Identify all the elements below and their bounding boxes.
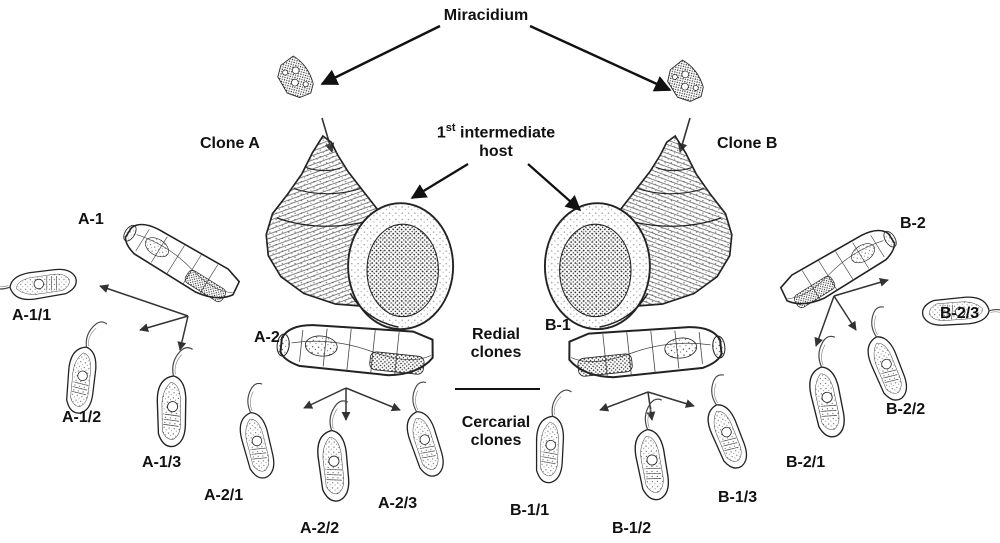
redia-b2-illustration <box>777 218 902 315</box>
arrow-a2-to-a23 <box>346 388 400 410</box>
arrow-b1-to-b11 <box>600 392 648 410</box>
label-b21: B-2/1 <box>786 455 825 471</box>
label-b23: B-2/3 <box>940 306 979 322</box>
arrow-a1-to-a13 <box>180 316 188 350</box>
miracidium-right-illustration <box>662 57 708 107</box>
label-redial-clones: Redial clones <box>471 326 522 363</box>
cercaria-b11-illustration <box>529 386 575 484</box>
label-a11: A-1/1 <box>12 308 51 324</box>
label-a2: A-2 <box>254 330 280 346</box>
arrow-b2-to-b22 <box>834 296 856 330</box>
arrow-miracidium-to-right <box>530 26 670 90</box>
label-a13: A-1/3 <box>142 455 181 471</box>
label-b22: B-2/2 <box>886 402 925 418</box>
label-a1: A-1 <box>78 212 104 228</box>
host-intermediate: intermediate <box>460 124 555 141</box>
redial-line-2: clones <box>471 344 522 361</box>
label-b11: B-1/1 <box>510 503 549 519</box>
redial-line-1: Redial <box>472 326 520 343</box>
cercaria-b21-illustration <box>806 336 845 438</box>
label-a23: A-2/3 <box>378 496 417 512</box>
cercaria-a12-illustration <box>58 317 110 416</box>
snail-host-left-illustration <box>266 136 453 329</box>
label-cercarial-clones: Cercarial clones <box>462 414 531 451</box>
host-word: host <box>479 143 513 160</box>
arrow-a1-to-a12 <box>140 316 188 330</box>
label-b12: B-1/2 <box>612 521 651 537</box>
label-a22: A-2/2 <box>300 521 339 537</box>
cercaria-a21-illustration <box>236 383 276 480</box>
snail-host-right-illustration <box>545 136 732 329</box>
label-miracidium: Miracidium <box>444 8 528 24</box>
cercarial-line-1: Cercarial <box>462 414 531 431</box>
label-a12: A-1/2 <box>62 410 101 426</box>
cercaria-a13-illustration <box>151 344 197 448</box>
label-first-intermediate-host: 1st intermediate host <box>437 122 555 161</box>
cercaria-b22-illustration <box>858 305 910 404</box>
arrow-miracidium-to-left <box>322 26 440 84</box>
arrow-b1-to-b13 <box>648 392 694 406</box>
label-clone-a: Clone A <box>200 136 260 152</box>
redia-a1-illustration <box>118 212 243 309</box>
cercarial-line-2: clones <box>471 432 522 449</box>
arrow-host-to-snail-b <box>528 164 580 210</box>
host-ordinal: 1 <box>437 124 446 141</box>
label-b13: B-1/3 <box>718 490 757 506</box>
host-ordinal-sup: st <box>446 122 456 134</box>
label-clone-b: Clone B <box>717 136 777 152</box>
cercaria-a11-illustration <box>0 269 76 299</box>
arrow-a1-to-a11 <box>100 286 188 316</box>
cercaria-a23-illustration <box>400 381 446 479</box>
label-b2: B-2 <box>900 216 926 232</box>
label-a21: A-2/1 <box>204 488 243 504</box>
miracidium-left-illustration <box>273 53 319 103</box>
arrow-a2-to-a21 <box>304 388 346 408</box>
arrow-host-to-snail-a <box>412 164 468 198</box>
label-b1: B-1 <box>545 318 571 334</box>
cercaria-b13-illustration <box>698 373 750 472</box>
